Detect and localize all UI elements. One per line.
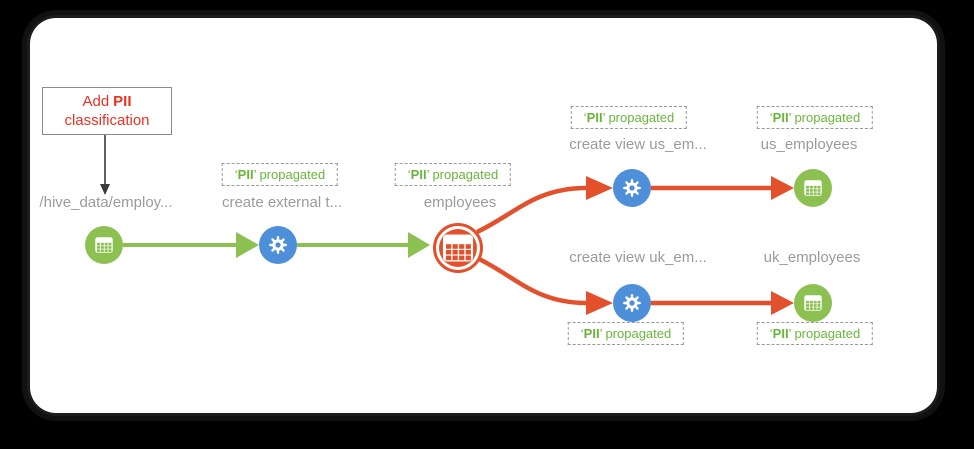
lineage-edges-layer [100, 133, 794, 315]
node-create-view-us[interactable] [613, 169, 651, 207]
table-icon [442, 234, 474, 262]
node-label-us-employees: us_employees [760, 136, 858, 153]
node-label-create-view-uk: create view uk_em... [569, 249, 707, 266]
pii-propagated-badge: ‘PII’propagated [221, 163, 339, 186]
callout-line2: classification [64, 112, 150, 129]
node-us-employees[interactable] [794, 169, 832, 207]
node-hive-path[interactable] [85, 226, 123, 264]
node-uk-employees[interactable] [794, 284, 832, 322]
node-create-view-uk[interactable] [613, 284, 651, 322]
node-label-create-external: create external t... [221, 194, 343, 211]
node-label-uk-employees: uk_employees [763, 249, 861, 266]
node-employees-disc [439, 229, 477, 267]
pii-propagated-badge: ‘PII’propagated [570, 106, 688, 129]
pii-propagated-badge: ‘PII’propagated [394, 163, 512, 186]
node-create-external-table[interactable] [259, 226, 297, 264]
node-employees[interactable] [433, 223, 483, 273]
node-label-hive-path: /hive_data/employ... [39, 194, 173, 211]
table-icon [95, 237, 113, 253]
table-icon [804, 180, 822, 196]
gear-icon [623, 294, 641, 312]
node-label-create-view-us: create view us_em... [569, 136, 707, 153]
table-icon [804, 295, 822, 311]
gear-icon [623, 179, 641, 197]
pii-propagated-badge: ‘PII’propagated [756, 106, 874, 129]
gear-icon [269, 236, 287, 254]
pii-propagated-badge: ‘PII’propagated [567, 322, 685, 345]
pii-propagated-badge: ‘PII’propagated [756, 322, 874, 345]
node-label-employees: employees [423, 194, 497, 211]
